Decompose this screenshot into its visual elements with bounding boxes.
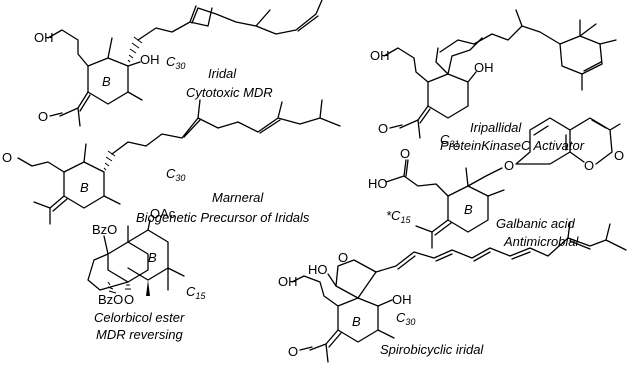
iripallidal-enal: [389, 119, 419, 129]
iridal-ring-methyl: [127, 91, 143, 101]
spiro-hydroxypropyl-chain: [291, 275, 339, 307]
celorbicol-bridge-o-label: O: [124, 292, 134, 307]
marneral-aldehyde-o-label: O: [2, 150, 12, 165]
iripallidal-name: Iripallidal: [470, 120, 522, 135]
marneral-hashed-bond: [103, 150, 116, 171]
iripallidal-c-oh-bond: [467, 71, 477, 83]
iripallidal-exocyclic-double-bond: [417, 105, 431, 124]
galbanic-methyl: [465, 167, 469, 187]
celorbicol-hashed-bonds: [107, 281, 131, 294]
marneral-propanal-chain: [17, 157, 65, 173]
iripallidal-ring-methyls: [579, 19, 617, 91]
iridal-exocyclic-double-bond: [77, 91, 91, 112]
celorbicol-carbon-count: C15: [186, 284, 206, 301]
galbanic-acid-ho-label: HO: [368, 176, 388, 191]
iridal-oh-chain-label: OH: [34, 30, 54, 45]
iripallidal-aldehyde-o-label: O: [378, 121, 388, 136]
galbanic-acid-o-label: O: [400, 146, 410, 161]
spiro-polyene-double-bonds: [397, 240, 591, 270]
galbanic-acid-chain: [385, 159, 449, 197]
iridal-vinyl-methyl: [77, 107, 81, 127]
galbanic-ring-label: B: [464, 202, 473, 217]
spiro-oh-chain-label: OH: [278, 274, 298, 289]
iripallidal-ring: [427, 73, 469, 119]
iridal-name: Iridal: [208, 66, 237, 81]
galbanic-isopropylidene-methyls: [415, 225, 433, 249]
galbanic-benzene-ring: [515, 117, 571, 165]
spiro-ho-ring-label: HO: [308, 262, 328, 277]
marneral-ring-methyl: [103, 195, 121, 205]
iridal-oh-ring-label: OH: [140, 52, 160, 67]
iripallidal-oh-chain-label: OH: [370, 48, 390, 63]
iripallidal-hydroxymethyl: [447, 37, 483, 75]
celorbicol-wedge: [146, 280, 150, 296]
celorbicol-structure: BzO OAc BzO O B C15 Celorbicol ester MDR…: [87, 206, 206, 342]
iripallidal-cyclohexene: [559, 35, 603, 75]
galbanic-lactone-o-label: O: [584, 158, 594, 173]
celorbicol-bzo-top-label: BzO: [92, 222, 117, 237]
iridal-c-oh-bond: [127, 61, 141, 67]
marneral-isopropylidene-methyls: [33, 201, 51, 225]
spiro-polyene-chain: [375, 221, 627, 273]
celorbicol-name: Celorbicol ester: [94, 310, 185, 325]
celorbicol-oac-label: OAc: [150, 206, 176, 221]
iripallidal-carbon-count: C31: [440, 132, 459, 149]
spiro-ring-o-label: O: [338, 250, 348, 265]
marneral-name: Marneral: [212, 190, 264, 205]
iridal-methyl-top: [107, 37, 113, 59]
spiro-exocyclic-double-bond: [325, 329, 342, 348]
iripallidal-spiro-methyl: [435, 47, 449, 75]
marneral-homofarnesyl-chain: [111, 99, 341, 155]
spiro-oh-ring-label: OH: [392, 292, 412, 307]
spiro-aldehyde-o-label: O: [288, 344, 298, 359]
marneral-methyl-top: [83, 143, 87, 163]
marneral-isopropylidene-double-bond: [49, 195, 68, 212]
spiro-carbon-count: C30: [396, 310, 415, 327]
galbanic-ch2o: [467, 167, 503, 187]
iridal-homofarnesyl-chain: [137, 0, 323, 41]
spiro-thf-ring: [335, 259, 377, 299]
iripallidal-activity: ProteinKinaseC Activator: [440, 138, 585, 153]
iridal-enal: [49, 107, 79, 117]
galbanic-ether-o-label: O: [504, 158, 514, 173]
iripallidal-structure: OH OH O C31 Iripallidal ProteinKinaseC A…: [370, 9, 617, 153]
galbanic-isopropylidene-double-bond: [431, 219, 452, 236]
spiro-ring-substituents: [377, 299, 395, 339]
celorbicol-substituent-bonds: [103, 219, 185, 291]
iripallidal-oh-ring-label: OH: [474, 60, 494, 75]
celorbicol-activity: MDR reversing: [96, 327, 183, 342]
iripallidal-side-chain: [439, 9, 561, 53]
iridal-carbon-count: C30: [166, 54, 185, 71]
galbanic-lactone-carbonyl: [609, 123, 621, 131]
celorbicol-ring-b: [127, 229, 169, 281]
iridal-hydroxypropyl-chain: [47, 29, 89, 67]
spirobicyclic-iridal-structure: OH HO O OH O B C30 Spirobicyclic iridal: [278, 221, 627, 363]
galbanic-lactone-co-label: O: [614, 148, 624, 163]
iridal-ring-label: B: [102, 74, 111, 89]
iridal-aldehyde-o-label: O: [38, 109, 48, 124]
iridal-activity: Cytotoxic MDR: [186, 85, 273, 100]
iripallidal-hydroxypropyl-chain: [383, 47, 429, 83]
iripallidal-vinyl-methyl: [417, 119, 421, 139]
spiro-hemiacetal-bond: [327, 273, 337, 287]
marneral-ring-label: B: [80, 180, 89, 195]
celorbicol-ring-label: B: [148, 250, 157, 265]
galbanic-carbon-count: *C15: [386, 208, 411, 225]
galbanic-ring-methyl: [487, 189, 505, 197]
celorbicol-bzo-bottom-label: BzO: [98, 292, 123, 307]
spiro-ring-label: B: [352, 314, 361, 329]
marneral-structure: O B C30 Marneral Biogenetic Precursor of…: [2, 99, 341, 225]
marneral-carbon-count: C30: [166, 166, 185, 183]
spiro-enal: [299, 343, 329, 363]
iridal-structure: OH OH O B C30 Iridal Cytotoxic MDR: [34, 0, 323, 127]
spiro-name: Spirobicyclic iridal: [380, 342, 484, 357]
galbanic-name: Galbanic acid: [496, 216, 576, 231]
marneral-activity: Biogenetic Precursor of Iridals: [136, 210, 310, 225]
